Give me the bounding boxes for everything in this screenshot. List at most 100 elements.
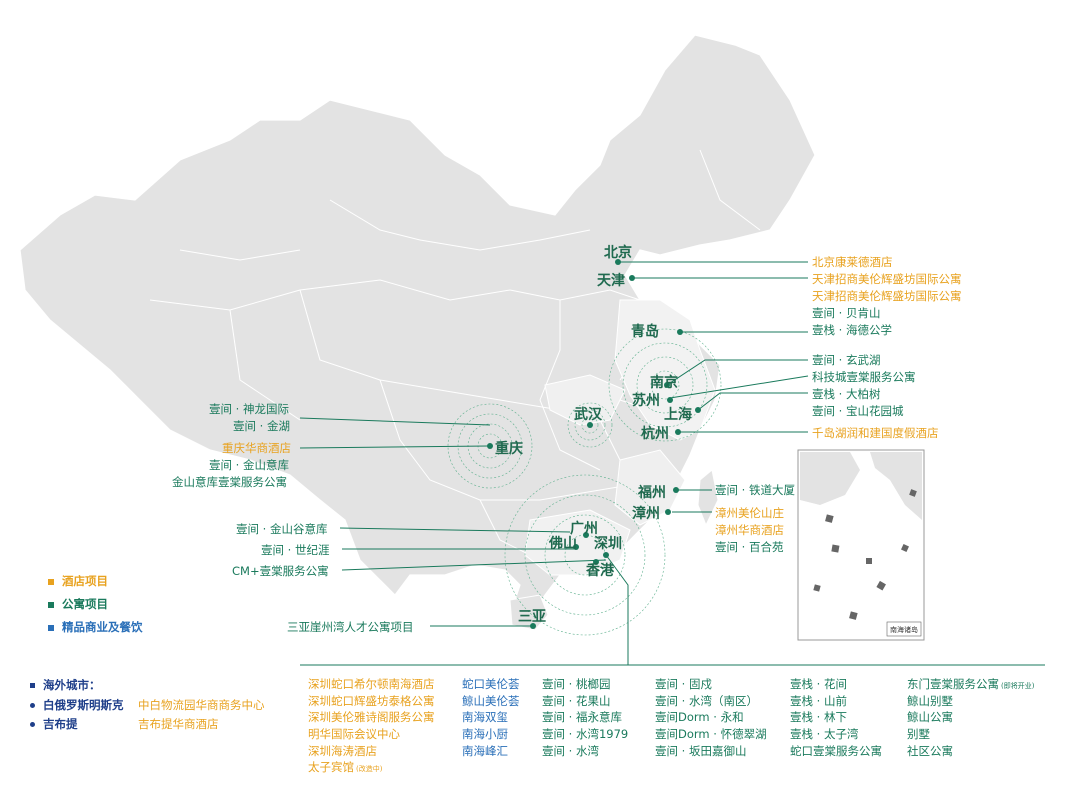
project-item: 壹间Dorm · 永和 [655,710,744,725]
south-china-sea-inset: 南海诸岛 [797,449,925,641]
project-item: 南海小厨 [462,727,508,742]
foshan-dot [573,544,579,550]
project-item: 深圳蛇口希尔顿南海酒店 [308,677,435,691]
project-item-row: 东门壹棠服务公寓(即将开业) [907,676,1034,693]
city-beijing: 北京 [604,245,632,261]
project-item: 壹间Dorm · 怀德翠湖 [655,727,767,742]
hainan-island [509,594,549,631]
project-label: 北京康莱德酒店 [812,255,893,269]
shenzhen-col-apartments-3: 壹栈 · 花间 壹栈 · 山前 壹栈 · 林下 壹栈 · 太子湾 蛇口壹棠服务公… [790,676,882,759]
inset-label: 南海诸岛 [890,625,918,634]
project-label: 科技城壹棠服务公寓 [812,370,916,384]
project-item: 壹间 · 水湾1979 [542,727,629,742]
project-item: 东门壹棠服务公寓 [907,677,999,691]
project-item: 深圳蛇口辉盛坊泰格公寓 [308,693,435,708]
city-chongqing: 重庆 [495,441,523,457]
qingdao-dot [677,329,683,335]
shenzhen-col-apartments-4: 东门壹棠服务公寓(即将开业) 鲸山别墅 鲸山公寓 别墅 社区公寓 [907,676,1034,759]
guangzhou-dot [583,532,589,538]
shanghai-dot [695,407,701,413]
project-item: 明华国际会议中心 [308,727,400,742]
highlight-central-region [544,374,626,426]
city-wuhan: 武汉 [574,407,602,423]
overseas-city: 白俄罗斯明斯克 [30,697,124,713]
city-hongkong: 香港 [586,563,614,579]
shenzhen-col-hotels: 深圳蛇口希尔顿南海酒店 深圳蛇口辉盛坊泰格公寓 深圳美伦雅诗阁服务公寓 明华国际… [308,676,435,776]
project-item: 蛇口美伦荟 [462,677,520,691]
city-shanghai: 上海 [664,407,692,423]
suzhou-dot [667,397,673,403]
legend-apartment-swatch [48,601,54,608]
project-item: 壹间 · 固戍 [655,677,712,691]
highlight-guangdong [524,509,631,576]
project-item: 壹栈 · 花间 [790,677,847,691]
project-item: 别墅 [907,727,930,742]
city-tianjin: 天津 [597,273,625,289]
chongqing-dot [487,443,493,449]
project-item: 深圳海涛酒店 [308,743,377,758]
fuzhou-dot [673,487,679,493]
project-item: 社区公寓 [907,743,953,758]
leader-lines [299,261,1045,666]
legend-hotel-swatch [48,578,54,585]
project-label: 壹间 · 金湖 [233,419,290,433]
status-tag: (即将开业) [1001,682,1035,690]
project-label: 千岛湖润和建国度假酒店 [812,426,939,440]
project-label: 金山意库壹棠服务公寓 [172,475,287,489]
shenzhen-col-commercial: 蛇口美伦荟 鲸山美伦荟 南海双玺 南海小厨 南海峰汇 [462,676,520,759]
city-nanjing: 南京 [650,375,678,391]
shenzhen-col-apartments-1: 壹间 · 桃榔园 壹间 · 花果山 壹间 · 福永意库 壹间 · 水湾1979 … [542,676,628,759]
project-item-row: 太子宾馆(改造中) [308,759,435,776]
project-label: 壹间 · 金山意库 [209,458,289,472]
project-label: 漳州华商酒店 [715,523,784,537]
project-label: 重庆华商酒店 [222,441,291,455]
project-label: 壹间 · 玄武湖 [812,353,881,367]
project-label: 壹栈 · 大柏树 [812,387,881,401]
legend-hotel: 酒店项目 [48,573,108,589]
project-label: 天津招商美伦辉盛坊国际公寓 [812,272,962,286]
project-item: 壹间 · 水湾（南区） [655,693,758,708]
project-label: 壹间 · 宝山花园城 [812,404,904,418]
wuhan-dot [587,422,593,428]
project-item: 蛇口壹棠服务公寓 [790,743,882,758]
project-item: 鲸山公寓 [907,710,953,725]
city-suzhou: 苏州 [632,393,660,409]
overseas-title: 海外城市： [30,677,101,693]
legend-commercial: 精品商业及餐饮 [48,619,143,635]
legend-commercial-swatch [48,624,54,631]
city-dots [487,259,701,629]
project-item: 深圳美伦雅诗阁服务公寓 [308,710,435,725]
project-item: 壹栈 · 林下 [790,710,847,725]
project-item: 南海峰汇 [462,743,508,758]
nanjing-dot [664,382,670,388]
city-zhangzhou: 漳州 [632,506,660,522]
project-item: 鲸山美伦荟 [462,693,520,708]
project-item: 南海双玺 [462,710,508,725]
project-label: 壹栈 · 海德公学 [812,323,892,337]
sanya-dot [530,623,536,629]
project-item: 壹间 · 水湾 [542,743,599,758]
project-label: 壹间 · 铁道大厦 [715,483,795,497]
project-label: 壹间 · 百合苑 [715,540,784,554]
project-label: 壹间 · 世纪涯 [261,543,330,557]
status-tag: (改造中) [356,765,383,774]
project-label: 漳州美伦山庄 [715,506,784,520]
project-item: 壹间 · 桃榔园 [542,677,611,691]
overseas-bullet [30,683,35,688]
overseas-project: 吉布提华商酒店 [138,717,219,731]
project-label: CM+壹棠服务公寓 [232,564,329,578]
overseas-project: 中白物流园华商商务中心 [138,698,265,712]
city-qingdao: 青岛 [631,324,659,340]
zhangzhou-dot [665,509,671,515]
project-label: 壹间 · 神龙国际 [209,402,289,416]
project-label: 壹间 · 贝肯山 [812,306,881,320]
project-item: 壹栈 · 山前 [790,693,847,708]
overseas-bullet [30,722,35,727]
beijing-dot [615,259,621,265]
shenzhen-dot [603,552,609,558]
project-item: 壹间 · 花果山 [542,693,611,708]
city-hangzhou: 杭州 [641,426,669,442]
overseas-city: 吉布提 [30,716,78,732]
project-label: 天津招商美伦辉盛坊国际公寓 [812,289,962,303]
